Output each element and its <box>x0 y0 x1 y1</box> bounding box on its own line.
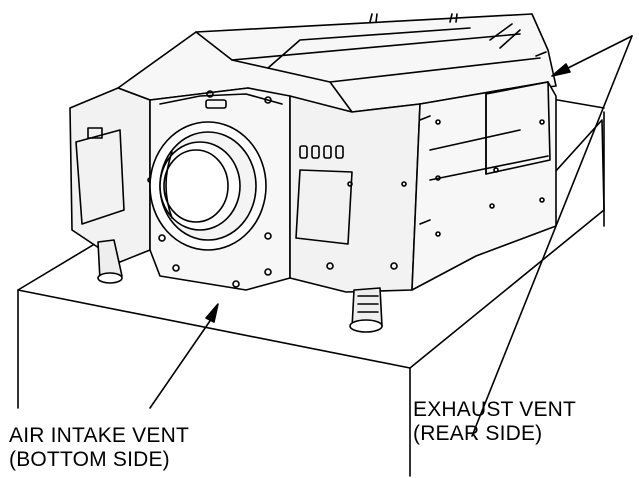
exhaust-arrows <box>471 35 633 437</box>
exhaust-label-line1: EXHAUST VENT <box>413 398 577 421</box>
air-intake-vent-label: AIR INTAKE VENT (BOTTOM SIDE) <box>9 424 189 472</box>
air-intake-label-line2: (BOTTOM SIDE) <box>9 448 170 471</box>
right-side <box>411 51 557 291</box>
air-intake-label-line1: AIR INTAKE VENT <box>9 424 189 447</box>
exhaust-vent-label: EXHAUST VENT (REAR SIDE) <box>413 398 576 446</box>
right-vent-panel <box>295 169 353 245</box>
left-vent-panel <box>75 129 125 225</box>
indicator-lamps <box>299 145 344 159</box>
left-side-panel <box>69 87 151 263</box>
right-front-panel <box>289 95 421 293</box>
projection-lens <box>149 121 267 251</box>
exhaust-label-line2: (REAR SIDE) <box>413 422 543 445</box>
air-intake-arrow <box>149 303 219 409</box>
projector-feet <box>97 239 383 333</box>
